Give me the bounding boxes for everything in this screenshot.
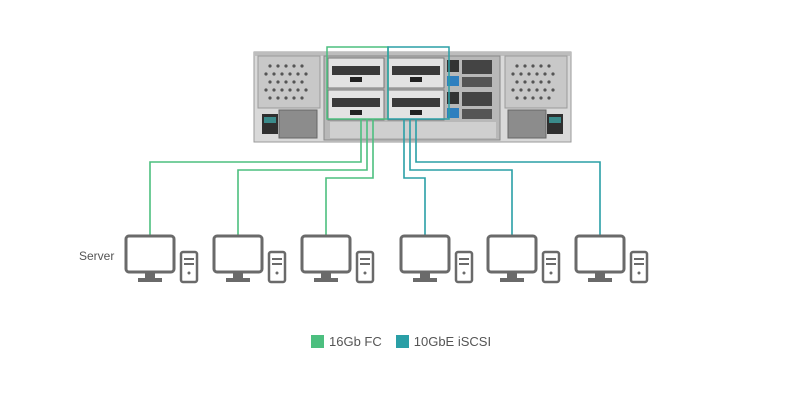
server-3 bbox=[300, 234, 375, 284]
iscsi-highlight bbox=[387, 46, 450, 120]
server-label: Server bbox=[79, 249, 115, 263]
right-fan-module bbox=[504, 55, 568, 139]
pc-tower-icon bbox=[267, 250, 287, 284]
legend-swatch-iscsi bbox=[395, 335, 409, 348]
legend-label-iscsi: 10GbE iSCSI bbox=[413, 334, 492, 349]
connection-lines bbox=[149, 119, 601, 236]
controller-bays bbox=[323, 55, 501, 141]
pc-tower-icon bbox=[454, 250, 474, 284]
legend-label-fc: 16Gb FC bbox=[329, 334, 382, 349]
pc-tower-icon bbox=[541, 250, 561, 284]
server-row bbox=[124, 234, 649, 284]
left-fan-module bbox=[257, 55, 321, 139]
server-6 bbox=[574, 234, 649, 284]
monitor-icon bbox=[574, 234, 626, 282]
fc-link-3 bbox=[325, 119, 374, 236]
monitor-icon bbox=[486, 234, 538, 282]
storage-enclosure bbox=[253, 46, 572, 143]
legend-swatch-fc bbox=[311, 335, 324, 348]
fc-link-2 bbox=[237, 119, 368, 236]
monitor-icon bbox=[399, 234, 451, 282]
monitor-icon bbox=[124, 234, 176, 282]
iscsi-link-2 bbox=[409, 119, 513, 236]
server-5 bbox=[486, 234, 561, 284]
iscsi-link-3 bbox=[415, 119, 601, 236]
monitor-icon bbox=[300, 234, 352, 282]
pc-tower-icon bbox=[355, 250, 375, 284]
legend-item-iscsi: 10GbE iSCSI bbox=[395, 334, 492, 349]
pc-tower-icon bbox=[629, 250, 649, 284]
pc-tower-icon bbox=[179, 250, 199, 284]
server-2 bbox=[212, 234, 287, 284]
fc-link-1 bbox=[149, 119, 362, 236]
legend-item-fc: 16Gb FC bbox=[311, 334, 382, 349]
legend: 16Gb FC 10GbE iSCSI bbox=[311, 334, 491, 349]
iscsi-link-1 bbox=[403, 119, 426, 236]
monitor-icon bbox=[212, 234, 264, 282]
server-1 bbox=[124, 234, 199, 284]
server-4 bbox=[399, 234, 474, 284]
